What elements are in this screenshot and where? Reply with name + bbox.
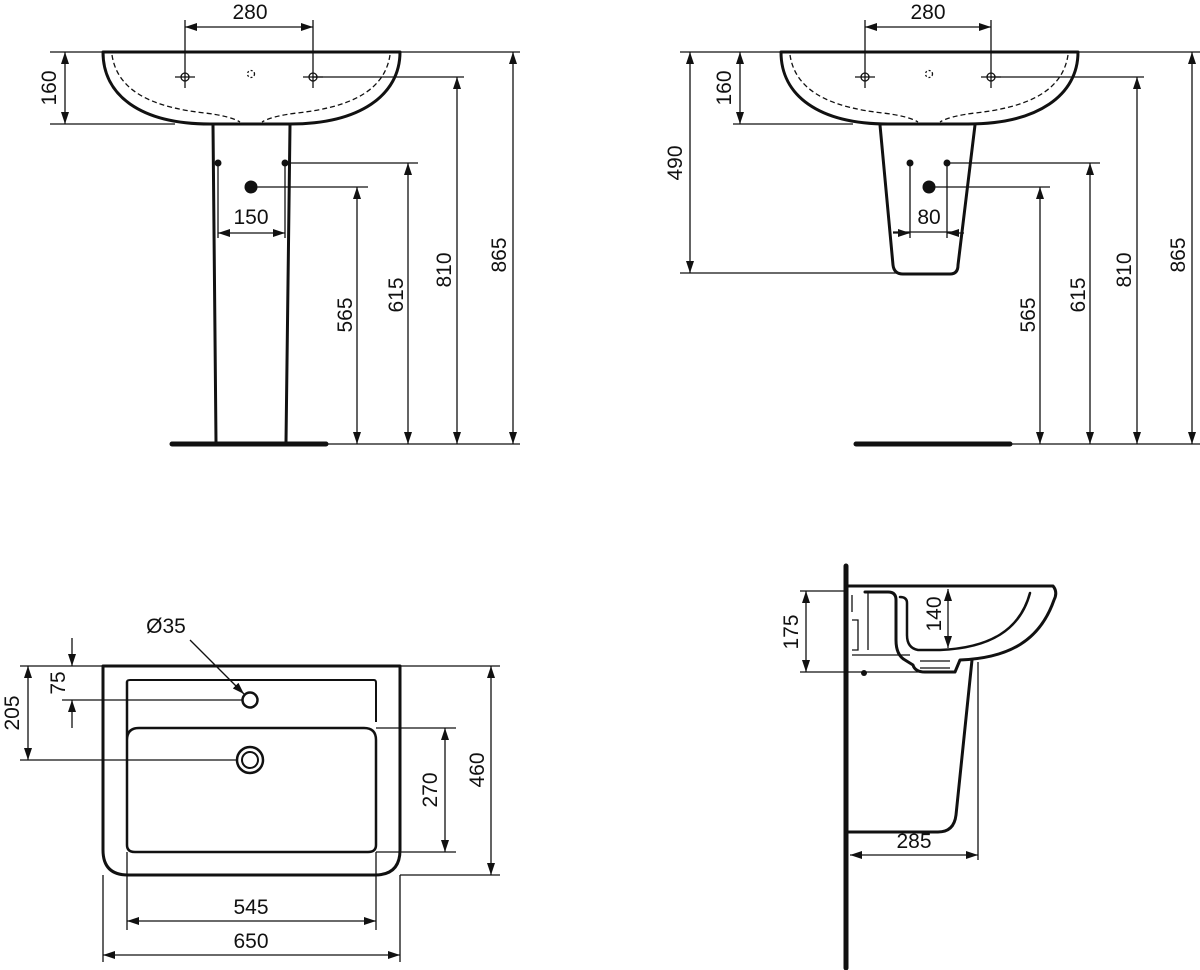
pedestal-outline [211, 123, 292, 444]
dim-total-depth: 460 [466, 752, 489, 787]
top-plan-view: Ø35 75 205 270 460 545 650 [1, 615, 500, 962]
side-section-view: 175 140 285 [780, 563, 1058, 970]
semi-pedestal-outline [878, 123, 977, 276]
basin-outline [101, 50, 402, 126]
waste-hole-icon [235, 745, 265, 775]
dim-semi-pedestal-height: 490 [664, 145, 687, 180]
semi-pedestal-front-view: 280 160 490 80 565 615 810 865 [664, 1, 1200, 447]
dim-bowl-depth: 140 [923, 596, 946, 631]
dim-pedestal-width: 150 [233, 206, 268, 229]
dim-basin-depth: 160 [713, 70, 736, 105]
dim-pedestal-projection: 285 [896, 830, 931, 853]
tap-hole-icon [175, 69, 323, 82]
dim-bowl-width: 545 [233, 896, 268, 919]
dim-tap-hole-diameter: Ø35 [146, 615, 186, 638]
dim-tap-spacing: 280 [232, 1, 267, 24]
dim-overall-depth: 175 [780, 614, 803, 649]
basin-section-outline [846, 584, 1058, 674]
dim-supply-height: 615 [1067, 277, 1090, 312]
dim-waste-offset: 205 [1, 695, 24, 730]
basin-bowl-hidden [111, 54, 391, 123]
dim-bowl-depth: 270 [419, 772, 442, 807]
dim-supply-spacing: 80 [917, 206, 940, 229]
dim-total-height: 865 [1167, 237, 1190, 272]
dim-tap-height: 810 [433, 252, 456, 287]
basin-plan-outline [101, 664, 402, 877]
dim-waste-height: 565 [1017, 297, 1040, 332]
dim-waste-height: 565 [334, 297, 357, 332]
dim-total-height: 865 [488, 237, 511, 272]
dim-basin-depth: 160 [38, 70, 61, 105]
dim-tap-hole-offset: 75 [47, 671, 70, 694]
dim-tap-spacing: 280 [910, 1, 945, 24]
dim-tap-height: 810 [1113, 252, 1136, 287]
tap-hole-icon [241, 691, 259, 709]
bowl-outline [125, 680, 378, 854]
dim-supply-height: 615 [385, 277, 408, 312]
pedestal-front-view: 280 160 150 565 615 810 865 [38, 1, 520, 447]
dim-total-width: 650 [233, 930, 268, 953]
semi-pedestal-section [846, 658, 974, 834]
